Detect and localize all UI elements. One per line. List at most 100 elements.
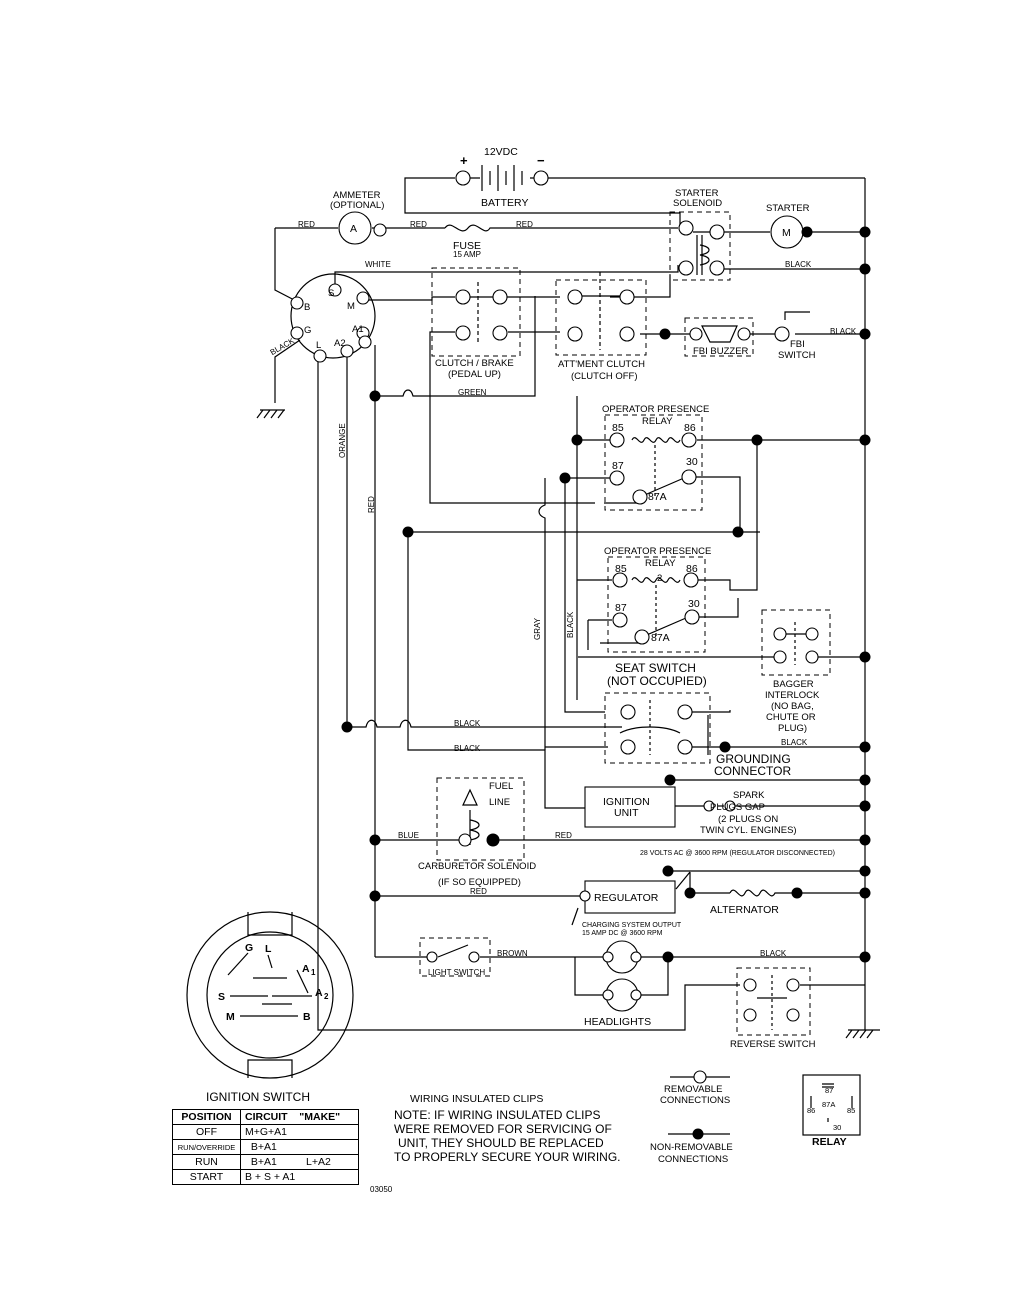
- terminals: [290, 170, 819, 1022]
- svg-text:INTERLOCK: INTERLOCK: [765, 690, 820, 701]
- svg-text:OPERATOR PRESENCE: OPERATOR PRESENCE: [604, 546, 711, 557]
- svg-text:BLACK: BLACK: [454, 744, 481, 753]
- table-cell: B+A1: [240, 1139, 359, 1155]
- svg-text:REMOVABLE: REMOVABLE: [664, 1084, 722, 1095]
- svg-text:RED: RED: [367, 496, 376, 513]
- svg-text:NOTE: IF WIRING INSULATED CLIP: NOTE: IF WIRING INSULATED CLIPS: [394, 1108, 600, 1122]
- circuit-value: B + S + A1: [245, 1171, 296, 1183]
- svg-text:G: G: [245, 942, 253, 954]
- svg-text:M: M: [782, 227, 791, 239]
- svg-text:L: L: [265, 943, 272, 955]
- svg-text:30: 30: [686, 456, 698, 468]
- table-header-make: "MAKE": [299, 1111, 341, 1123]
- svg-text:(2 PLUGS ON: (2 PLUGS ON: [718, 814, 778, 825]
- svg-text:ATT'MENT CLUTCH: ATT'MENT CLUTCH: [558, 359, 645, 370]
- svg-text:STARTER: STARTER: [675, 188, 719, 199]
- svg-text:WERE REMOVED FOR SERVICING OF: WERE REMOVED FOR SERVICING OF: [394, 1122, 612, 1136]
- svg-text:87: 87: [615, 602, 627, 614]
- svg-text:(IF SO EQUIPPED): (IF SO EQUIPPED): [438, 877, 521, 888]
- svg-text:86: 86: [807, 1106, 815, 1115]
- svg-text:87A: 87A: [822, 1100, 835, 1109]
- table-row: OFF M+G+A1: [172, 1124, 359, 1140]
- connection-legend: REMOVABLE CONNECTIONS NON-REMOVABLE CONN…: [650, 1070, 733, 1165]
- svg-text:(OPTIONAL): (OPTIONAL): [330, 200, 384, 211]
- svg-text:FBI BUZZER: FBI BUZZER: [693, 346, 749, 357]
- svg-text:87A: 87A: [648, 491, 667, 503]
- table-row: START B + S + A1: [172, 1169, 359, 1185]
- relay-legend: 87 87A 86 85 30 RELAY: [802, 1074, 861, 1148]
- svg-text:BLACK: BLACK: [269, 336, 297, 357]
- circuit-value: B+A1: [250, 1156, 277, 1168]
- ignition-switch-body: [290, 273, 376, 359]
- svg-text:FUSE: FUSE: [453, 240, 481, 252]
- svg-text:(NO BAG,: (NO BAG,: [771, 701, 814, 712]
- svg-text:BLACK: BLACK: [785, 260, 812, 269]
- svg-text:12VDC: 12VDC: [484, 146, 518, 158]
- circuit-value: M+G+A1: [245, 1126, 288, 1138]
- svg-text:BAGGER: BAGGER: [773, 679, 814, 690]
- svg-text:RELAY: RELAY: [642, 416, 673, 427]
- svg-text:UNIT, THEY SHOULD BE REPLACED: UNIT, THEY SHOULD BE REPLACED: [398, 1136, 604, 1150]
- svg-text:LINE: LINE: [489, 797, 510, 808]
- svg-text:REGULATOR: REGULATOR: [594, 892, 659, 904]
- svg-text:85: 85: [847, 1106, 855, 1115]
- svg-text:(CLUTCH OFF): (CLUTCH OFF): [571, 371, 638, 382]
- svg-text:BLACK: BLACK: [566, 611, 575, 638]
- svg-text:A1: A1: [352, 324, 364, 335]
- svg-text:S: S: [218, 991, 225, 1003]
- svg-text:UNIT: UNIT: [614, 807, 639, 819]
- svg-text:GREEN: GREEN: [458, 388, 487, 397]
- table-header: CIRCUIT "MAKE": [240, 1109, 359, 1125]
- svg-text:RED: RED: [298, 220, 315, 229]
- svg-text:BLACK: BLACK: [454, 719, 481, 728]
- table-header-circuit: CIRCUIT: [245, 1111, 288, 1123]
- svg-text:BLACK: BLACK: [830, 327, 857, 336]
- svg-text:SWITCH: SWITCH: [778, 350, 816, 361]
- ignition-switch-face: G L A 1 A 2 S M B IGNITION SWITCH: [186, 911, 354, 1104]
- components: [290, 211, 804, 1012]
- svg-text:15 AMP DC @ 3600 RPM: 15 AMP DC @ 3600 RPM: [582, 930, 663, 937]
- table-header-row: POSITION CIRCUIT "MAKE": [172, 1109, 359, 1125]
- svg-text:IGNITION SWITCH: IGNITION SWITCH: [206, 1090, 310, 1104]
- svg-text:30: 30: [688, 598, 700, 610]
- svg-text:CONNECTOR: CONNECTOR: [714, 764, 791, 778]
- svg-text:AMMETER: AMMETER: [333, 190, 381, 201]
- svg-text:RED: RED: [470, 887, 487, 896]
- svg-text:(PEDAL UP): (PEDAL UP): [448, 369, 501, 380]
- svg-text:ALTERNATOR: ALTERNATOR: [710, 904, 779, 916]
- svg-text:30: 30: [833, 1123, 841, 1132]
- component-internals: [437, 235, 810, 1030]
- table-cell: RUN/OVERRIDE: [172, 1139, 241, 1155]
- table-cell: M+G+A1: [240, 1124, 359, 1140]
- table-cell: B+A1 L+A2: [240, 1154, 359, 1170]
- svg-text:A: A: [315, 987, 323, 999]
- table-row: RUN B+A1 L+A2: [172, 1154, 359, 1170]
- svg-text:BATTERY: BATTERY: [481, 197, 528, 209]
- svg-text:PLUGS GAP: PLUGS GAP: [710, 802, 765, 813]
- svg-text:GROUNDING: GROUNDING: [716, 752, 791, 766]
- svg-text:RED: RED: [516, 220, 533, 229]
- svg-text:A2: A2: [334, 338, 346, 349]
- circuit-value-2: L+A2: [306, 1156, 331, 1168]
- svg-text:28 VOLTS AC @ 3600 RPM (REGULA: 28 VOLTS AC @ 3600 RPM (REGULATOR DISCON…: [640, 850, 835, 857]
- svg-text:LIGHT SWITCH: LIGHT SWITCH: [428, 968, 485, 977]
- circuit-value: B+A1: [250, 1141, 277, 1153]
- table-cell: START: [172, 1169, 241, 1185]
- svg-text:85: 85: [612, 422, 624, 434]
- svg-text:CARBURETOR SOLENOID: CARBURETOR SOLENOID: [418, 861, 536, 872]
- svg-text:NON-REMOVABLE: NON-REMOVABLE: [650, 1142, 733, 1153]
- table-header: POSITION: [172, 1109, 241, 1125]
- clips-note: WIRING INSULATED CLIPS NOTE: IF WIRING I…: [370, 1093, 621, 1194]
- svg-text:86: 86: [684, 422, 696, 434]
- dashed-enclosures: [419, 211, 831, 1036]
- svg-text:B: B: [303, 1011, 311, 1023]
- table-cell: RUN: [172, 1154, 241, 1170]
- regulator: [584, 880, 676, 914]
- svg-text:1: 1: [311, 968, 316, 977]
- svg-text:S: S: [328, 288, 334, 299]
- svg-text:87A: 87A: [651, 632, 670, 644]
- table-row: RUN/OVERRIDE B+A1: [172, 1139, 359, 1155]
- svg-text:IGNITION: IGNITION: [603, 796, 650, 808]
- svg-text:CLUTCH / BRAKE: CLUTCH / BRAKE: [435, 358, 514, 369]
